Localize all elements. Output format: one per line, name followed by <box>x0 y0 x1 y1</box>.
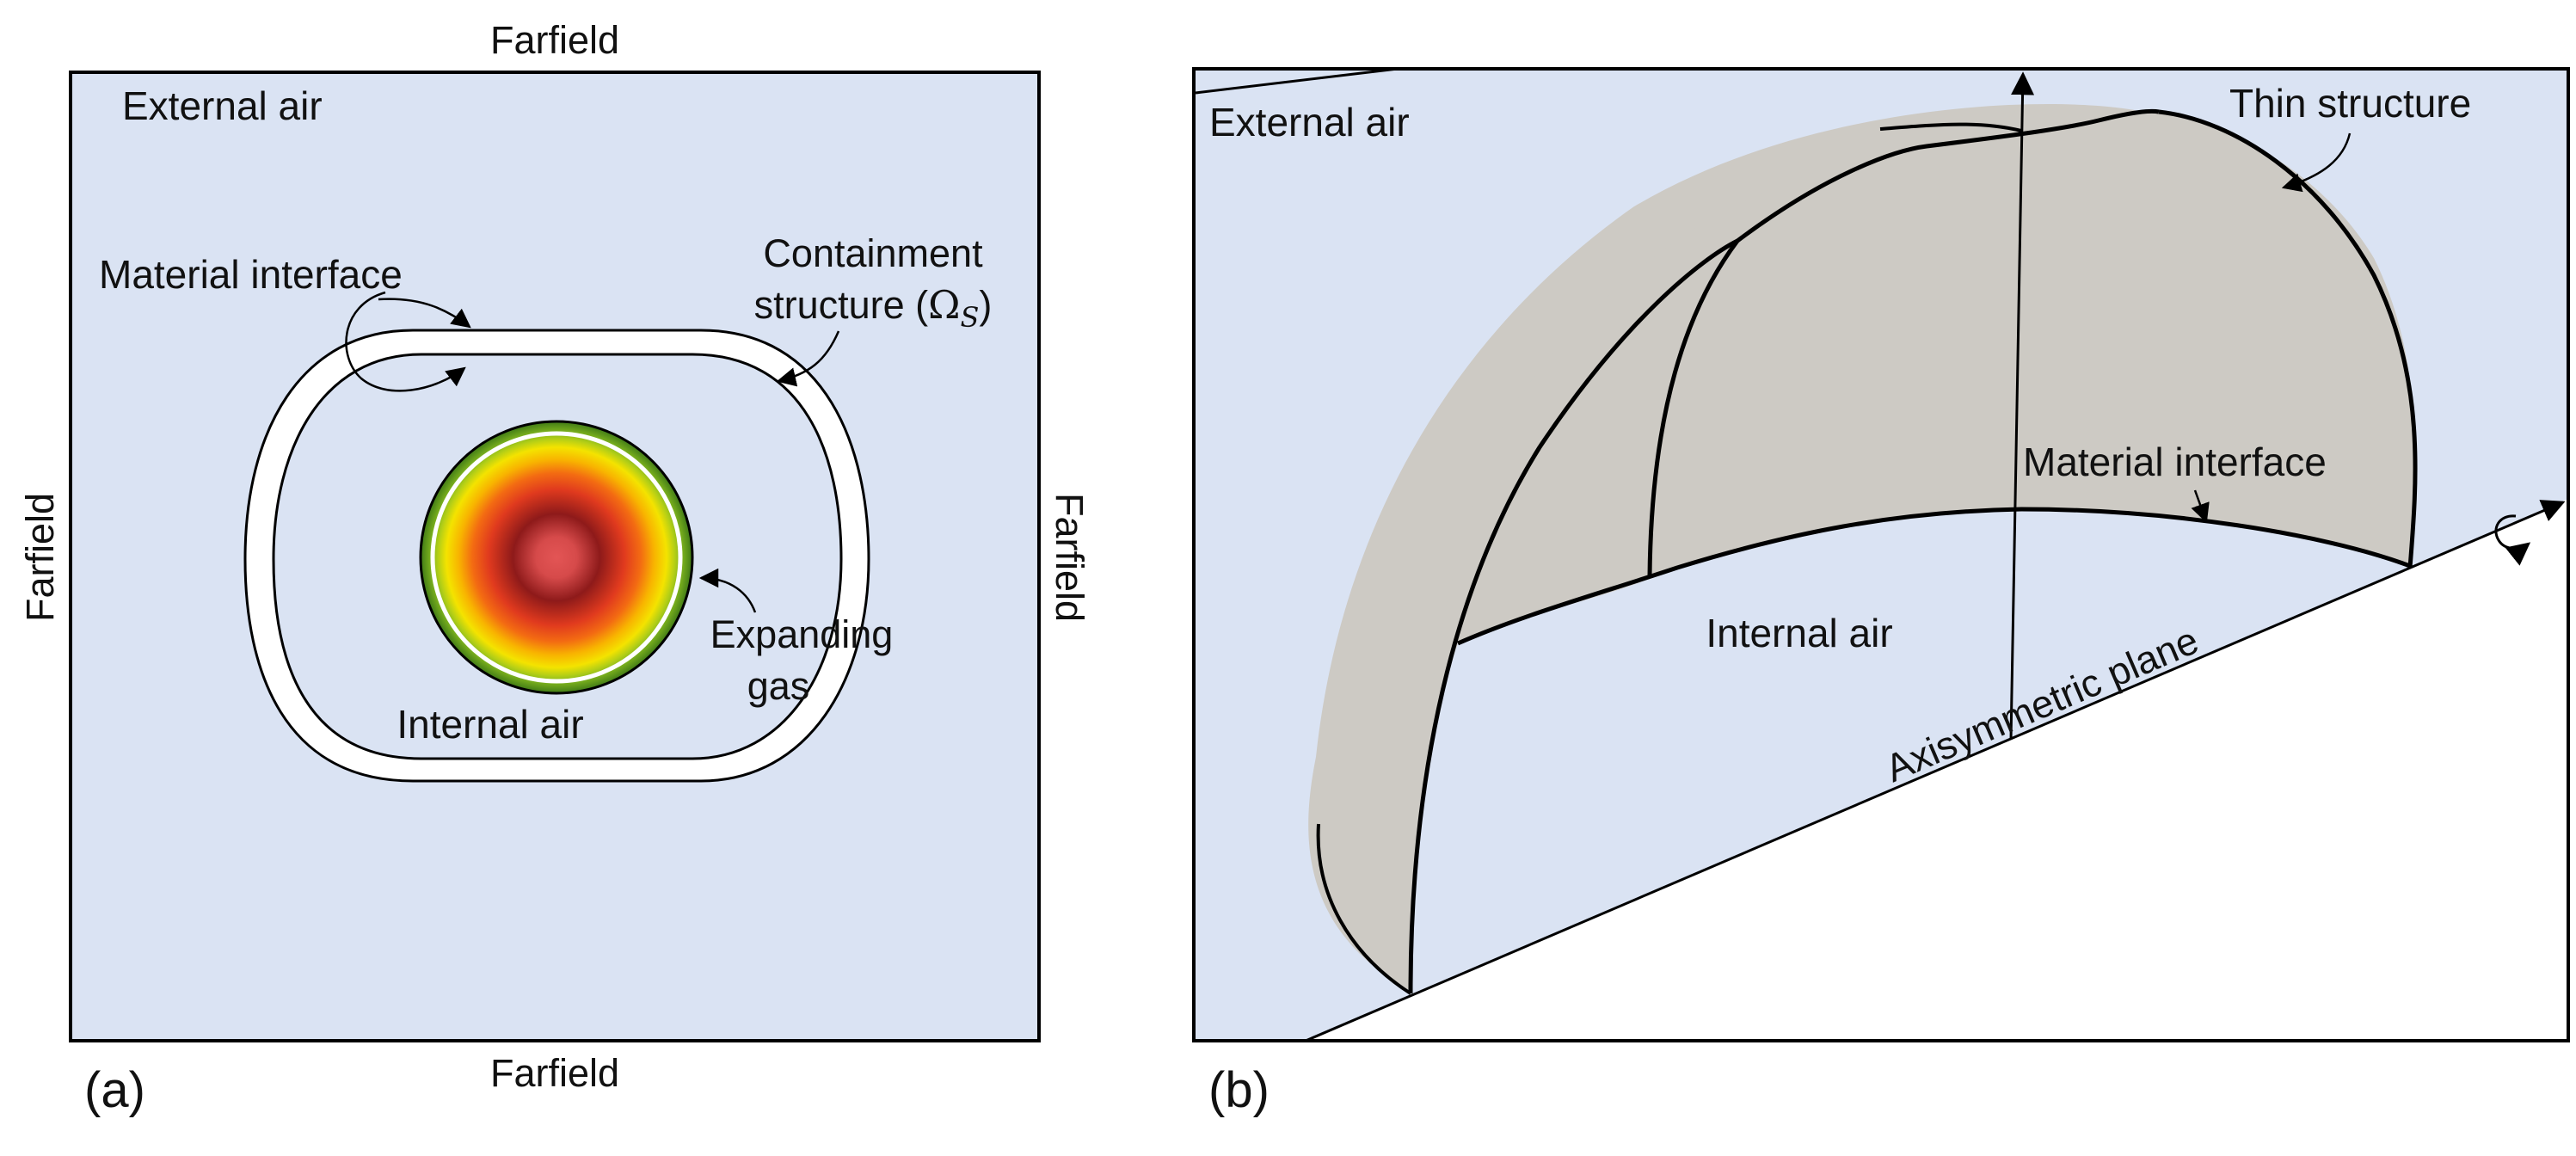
inner-meridian-curve <box>1647 239 1740 577</box>
material-interface-label-b: Material interface <box>2023 440 2327 484</box>
symmetry-axis <box>2009 71 2035 741</box>
expanding-gas-label-line1: Expanding <box>710 612 894 656</box>
panel-a: Farfield Farfield Farfield Farfield Exte… <box>18 18 1091 1118</box>
containment-structure-text: structure ( <box>754 283 929 327</box>
farfield-bottom-label: Farfield <box>490 1051 619 1095</box>
omega-symbol: Ω <box>928 282 960 328</box>
expanding-gas-arrow <box>698 568 757 613</box>
panel-b-frame <box>1192 67 2570 1042</box>
left-shell-edge <box>1316 823 1412 995</box>
axisymmetric-plane-line <box>1305 500 2566 1041</box>
crest-curve <box>1736 108 2160 243</box>
back-meridian-curve <box>2158 109 2418 569</box>
corner-edge-line <box>1195 69 1399 95</box>
farfield-right-label: Farfield <box>1048 493 1091 622</box>
rotation-arrow-icon <box>2494 514 2531 566</box>
back-shell-edge <box>1879 122 2022 132</box>
material-interface-arrow <box>2191 489 2210 524</box>
material-interface-top-arrow <box>378 298 471 329</box>
thin-structure-surface <box>1411 111 2416 992</box>
farfield-top-label: Farfield <box>490 18 619 62</box>
material-interface-label: Material interface <box>99 252 403 297</box>
omega-subscript: S <box>960 301 979 334</box>
thin-structure-label: Thin structure <box>2229 81 2471 126</box>
panel-b-label: (b) <box>1208 1062 1270 1118</box>
front-meridian-curve <box>1408 238 1739 994</box>
internal-air-region <box>1411 509 2410 991</box>
material-interface-curve <box>1456 507 2411 646</box>
panel-a-label: (a) <box>84 1062 145 1118</box>
panel-b: External air Thin structure Material int… <box>1192 67 2570 1118</box>
expanding-gas-label-line2: gas <box>747 664 810 708</box>
material-interface-curve-arrow <box>345 291 466 392</box>
external-air-label-b: External air <box>1209 100 1410 144</box>
expanding-gas <box>419 420 694 695</box>
internal-air-label-b: Internal air <box>1706 611 1892 655</box>
containment-structure-label-line1: Containment <box>763 231 983 275</box>
thin-structure-arrow <box>2281 132 2352 193</box>
containment-close: ) <box>979 283 992 327</box>
containment-structure-label-line2: structure (ΩS) <box>754 282 993 334</box>
farfield-left-label: Farfield <box>18 493 62 622</box>
external-air-label: External air <box>122 83 323 128</box>
internal-air-label: Internal air <box>397 702 583 747</box>
containment-structure-arrow <box>776 330 840 387</box>
